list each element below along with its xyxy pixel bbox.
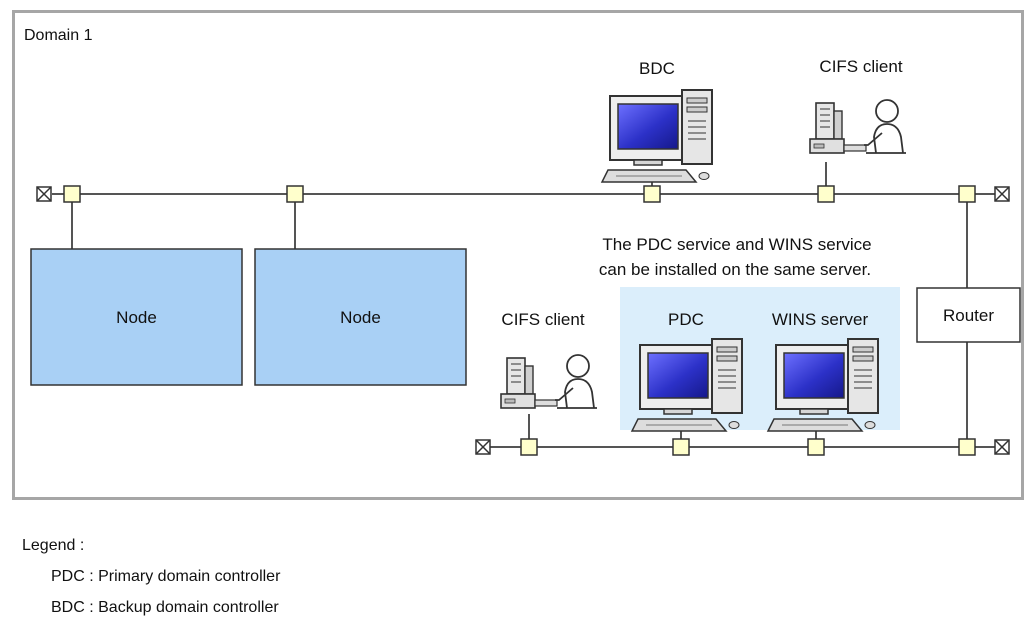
- cifs-client-bottom-icon: [500, 354, 598, 409]
- connector-wins: [807, 438, 825, 456]
- connector-node-1: [63, 185, 81, 203]
- terminator-bottom-right: [994, 439, 1010, 455]
- node-box-2: [254, 248, 467, 386]
- terminator-top-left: [36, 186, 52, 202]
- connector-bdc: [643, 185, 661, 203]
- legend-abbr: BDC: [51, 599, 85, 616]
- bdc-label: BDC: [639, 59, 675, 78]
- connector-client-top: [817, 185, 835, 203]
- domain-frame: [12, 10, 1024, 500]
- connector-router-bottom: [958, 438, 976, 456]
- node-label-1: Node: [116, 308, 157, 327]
- domain-label: Domain 1: [24, 27, 93, 44]
- legend-item-bdc: BDC : Backup domain controller: [51, 599, 279, 616]
- terminators: [36, 186, 1010, 455]
- cifs-client-top-icon: [809, 99, 907, 154]
- legend-title: Legend :: [22, 537, 85, 554]
- node-box-1: [30, 248, 243, 386]
- router-box: [916, 287, 1021, 343]
- bdc-computer-icon: [601, 89, 713, 183]
- cifs-client-bottom-label: CIFS client: [501, 310, 584, 329]
- connector-pdc: [672, 438, 690, 456]
- terminator-bottom-left: [475, 439, 491, 455]
- cifs-client-top-label: CIFS client: [819, 57, 902, 76]
- legend-item-pdc: PDC : Primary domain controller: [51, 568, 281, 585]
- terminator-top-right: [994, 186, 1010, 202]
- legend-text: Primary domain controller: [98, 568, 281, 585]
- note-line-2: can be installed on the same server.: [599, 260, 871, 279]
- wins-server-label: WINS server: [772, 310, 869, 329]
- connectors: [63, 185, 976, 456]
- legend-text: Backup domain controller: [98, 599, 279, 616]
- connector-node-2: [286, 185, 304, 203]
- note-line-1: The PDC service and WINS service: [602, 235, 871, 254]
- connector-client-bottom: [520, 438, 538, 456]
- pdc-label: PDC: [668, 310, 704, 329]
- legend-abbr: PDC: [51, 568, 85, 585]
- legend: Legend : PDC : Primary domain controller…: [22, 530, 280, 623]
- node-label-2: Node: [340, 308, 381, 327]
- connector-router-top: [958, 185, 976, 203]
- router-label: Router: [943, 306, 994, 325]
